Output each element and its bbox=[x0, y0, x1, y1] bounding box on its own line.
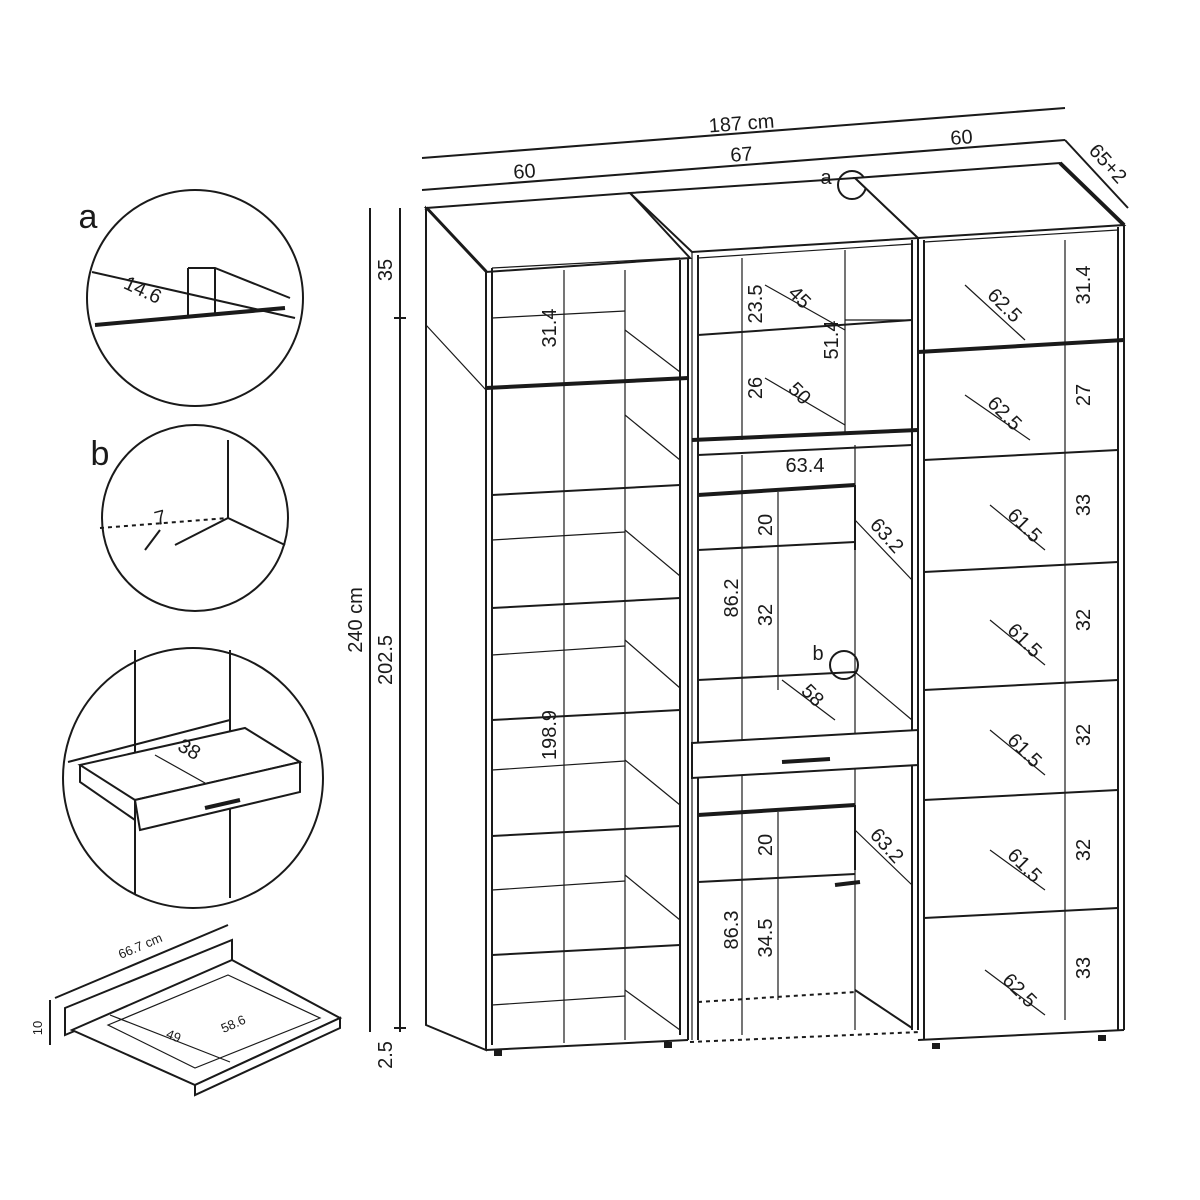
tray-height-value: 10 bbox=[30, 1021, 45, 1035]
middle-top-h2: 26 bbox=[745, 377, 767, 399]
right-shelf-1-depth: 62.5 bbox=[983, 284, 1026, 327]
middle-unit: 23.5 45 51.4 26 50 63.4 20 63.2 86.2 32 … bbox=[627, 167, 921, 1043]
upper-door-h1: 20 bbox=[755, 514, 777, 536]
right-shelf-5-height: 32 bbox=[1073, 724, 1095, 746]
right-shelf-3-height: 33 bbox=[1073, 494, 1095, 516]
right-shelf-7-height: 33 bbox=[1073, 957, 1095, 979]
drawer-detail: 38 bbox=[62, 647, 324, 909]
module-width-dimension: 60 67 60 bbox=[421, 126, 1066, 191]
right-shelf-6-depth: 61.5 bbox=[1003, 844, 1046, 887]
right-module-width: 60 bbox=[950, 126, 974, 150]
right-shelf-6-height: 32 bbox=[1073, 839, 1095, 861]
callout-b-marker bbox=[829, 650, 859, 680]
desk-depth: 58 bbox=[797, 680, 828, 711]
right-shelf-7-depth: 62.5 bbox=[998, 969, 1041, 1012]
right-shelf-2-depth: 62.5 bbox=[983, 392, 1026, 435]
middle-top-h1: 23.5 bbox=[745, 285, 767, 324]
callout-b-letter: b bbox=[812, 643, 823, 665]
tray-depth1-value: 49 bbox=[164, 1026, 183, 1045]
left-unit: 31.4 198.9 bbox=[423, 191, 693, 1056]
detail-a: a 14.6 bbox=[79, 189, 304, 407]
upper-door-d: 63.2 bbox=[865, 514, 907, 558]
left-module-width: 60 bbox=[513, 160, 537, 184]
left-top-shelf-height: 31.4 bbox=[539, 309, 561, 348]
upper-h2: 32 bbox=[755, 604, 777, 626]
detail-a-letter: a bbox=[79, 198, 98, 236]
middle-top-total: 51.4 bbox=[821, 321, 843, 360]
tray-detail: 66.7 cm 10 49 58.6 bbox=[30, 924, 343, 1097]
right-shelf-4-depth: 61.5 bbox=[1003, 619, 1046, 662]
lower-total: 86.3 bbox=[721, 911, 743, 950]
tray-width-value: 66.7 cm bbox=[116, 930, 164, 962]
overall-depth-label: 65+2 bbox=[1084, 140, 1131, 188]
height-dimensions: 240 cm 35 202.5 2.5 bbox=[345, 208, 406, 1069]
callout-a-letter: a bbox=[820, 167, 832, 189]
body-height-label: 202.5 bbox=[375, 635, 397, 685]
right-shelf-2-height: 27 bbox=[1073, 384, 1095, 406]
right-shelf-4-height: 32 bbox=[1073, 609, 1095, 631]
right-shelf-5-depth: 61.5 bbox=[1003, 729, 1046, 772]
overall-width-dimension: 187 cm bbox=[421, 107, 1066, 159]
lower-h2: 34.5 bbox=[755, 919, 777, 958]
right-unit: 31.4 62.5 27 62.5 33 61.5 32 61.5 32 61.… bbox=[852, 161, 1127, 1049]
overall-width-label: 187 cm bbox=[708, 111, 775, 138]
detail-b: b 7 bbox=[91, 424, 289, 612]
middle-top-d1: 45 bbox=[784, 282, 815, 313]
top-height-label: 35 bbox=[375, 259, 397, 281]
left-inner-height: 198.9 bbox=[539, 710, 561, 760]
right-shelf-1-height: 31.4 bbox=[1073, 266, 1095, 305]
right-shelf-labels: 31.4 62.5 27 62.5 33 61.5 32 61.5 32 61.… bbox=[983, 266, 1095, 1013]
right-shelf-3-depth: 61.5 bbox=[1003, 504, 1046, 547]
detail-b-value: 7 bbox=[152, 506, 168, 530]
upper-total: 86.2 bbox=[721, 579, 743, 618]
middle-module-width: 67 bbox=[730, 143, 754, 167]
feet-height-label: 2.5 bbox=[375, 1041, 397, 1069]
detail-a-value: 14.6 bbox=[120, 272, 165, 308]
lower-door-h1: 20 bbox=[755, 834, 777, 856]
middle-inner-width: 63.4 bbox=[786, 455, 825, 477]
overall-height-label: 240 cm bbox=[345, 587, 367, 653]
detail-b-letter: b bbox=[91, 435, 110, 473]
